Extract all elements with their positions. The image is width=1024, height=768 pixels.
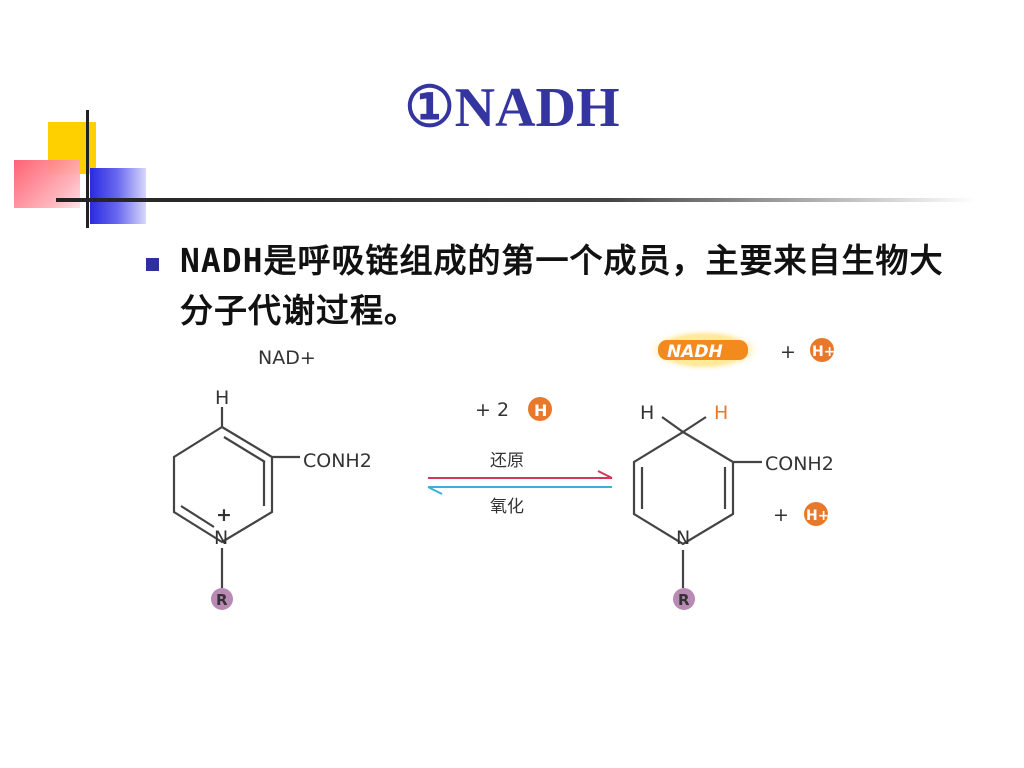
two-h-circle xyxy=(528,397,552,421)
nad-label: NAD+ xyxy=(258,347,316,369)
title-rule xyxy=(56,198,976,202)
nad-n-plus: + xyxy=(216,504,232,526)
nad-ring xyxy=(172,407,300,588)
nadh-badge xyxy=(658,340,748,360)
h-plus-right-label: H+ xyxy=(806,508,829,524)
h-plus-right-circle xyxy=(804,502,828,526)
nadh-h2-label: H xyxy=(714,402,728,424)
nadh-plus: + xyxy=(780,341,796,363)
nadh-label: NADH xyxy=(667,342,723,362)
nadh-ring xyxy=(632,416,762,588)
nad-conh2-label: CONH2 xyxy=(303,450,372,472)
oxidize-arrow xyxy=(427,486,612,495)
bullet-icon xyxy=(146,258,159,271)
decor-vertical-line xyxy=(86,110,89,228)
nad-n-label: N xyxy=(214,527,228,549)
bullet-text: NADH是呼吸链组成的第一个成员，主要来自生物大分子代谢过程。 xyxy=(180,241,944,330)
reduce-arrow xyxy=(428,470,613,479)
nadh-n-label: N xyxy=(676,527,690,549)
h-plus-right-plus: + xyxy=(773,504,789,526)
h-plus-top-label: H+ xyxy=(812,344,835,360)
decor-blue-square xyxy=(90,168,146,224)
nad-r-label: R xyxy=(216,591,228,609)
nadh-r-circle xyxy=(673,588,695,610)
nadh-conh2-label: CONH2 xyxy=(765,453,834,475)
nad-h-label: H xyxy=(215,387,229,409)
nadh-h1-label: H xyxy=(640,402,654,424)
nadh-r-label: R xyxy=(678,591,690,609)
reduce-label: 还原 xyxy=(490,451,524,471)
two-h-prefix: + 2 xyxy=(475,399,509,421)
nad-r-circle xyxy=(211,588,233,610)
two-h-circle-label: H xyxy=(534,401,547,420)
h-plus-top-circle xyxy=(810,338,834,362)
page-title: ①NADH xyxy=(404,77,620,139)
oxidize-label: 氧化 xyxy=(490,497,524,517)
